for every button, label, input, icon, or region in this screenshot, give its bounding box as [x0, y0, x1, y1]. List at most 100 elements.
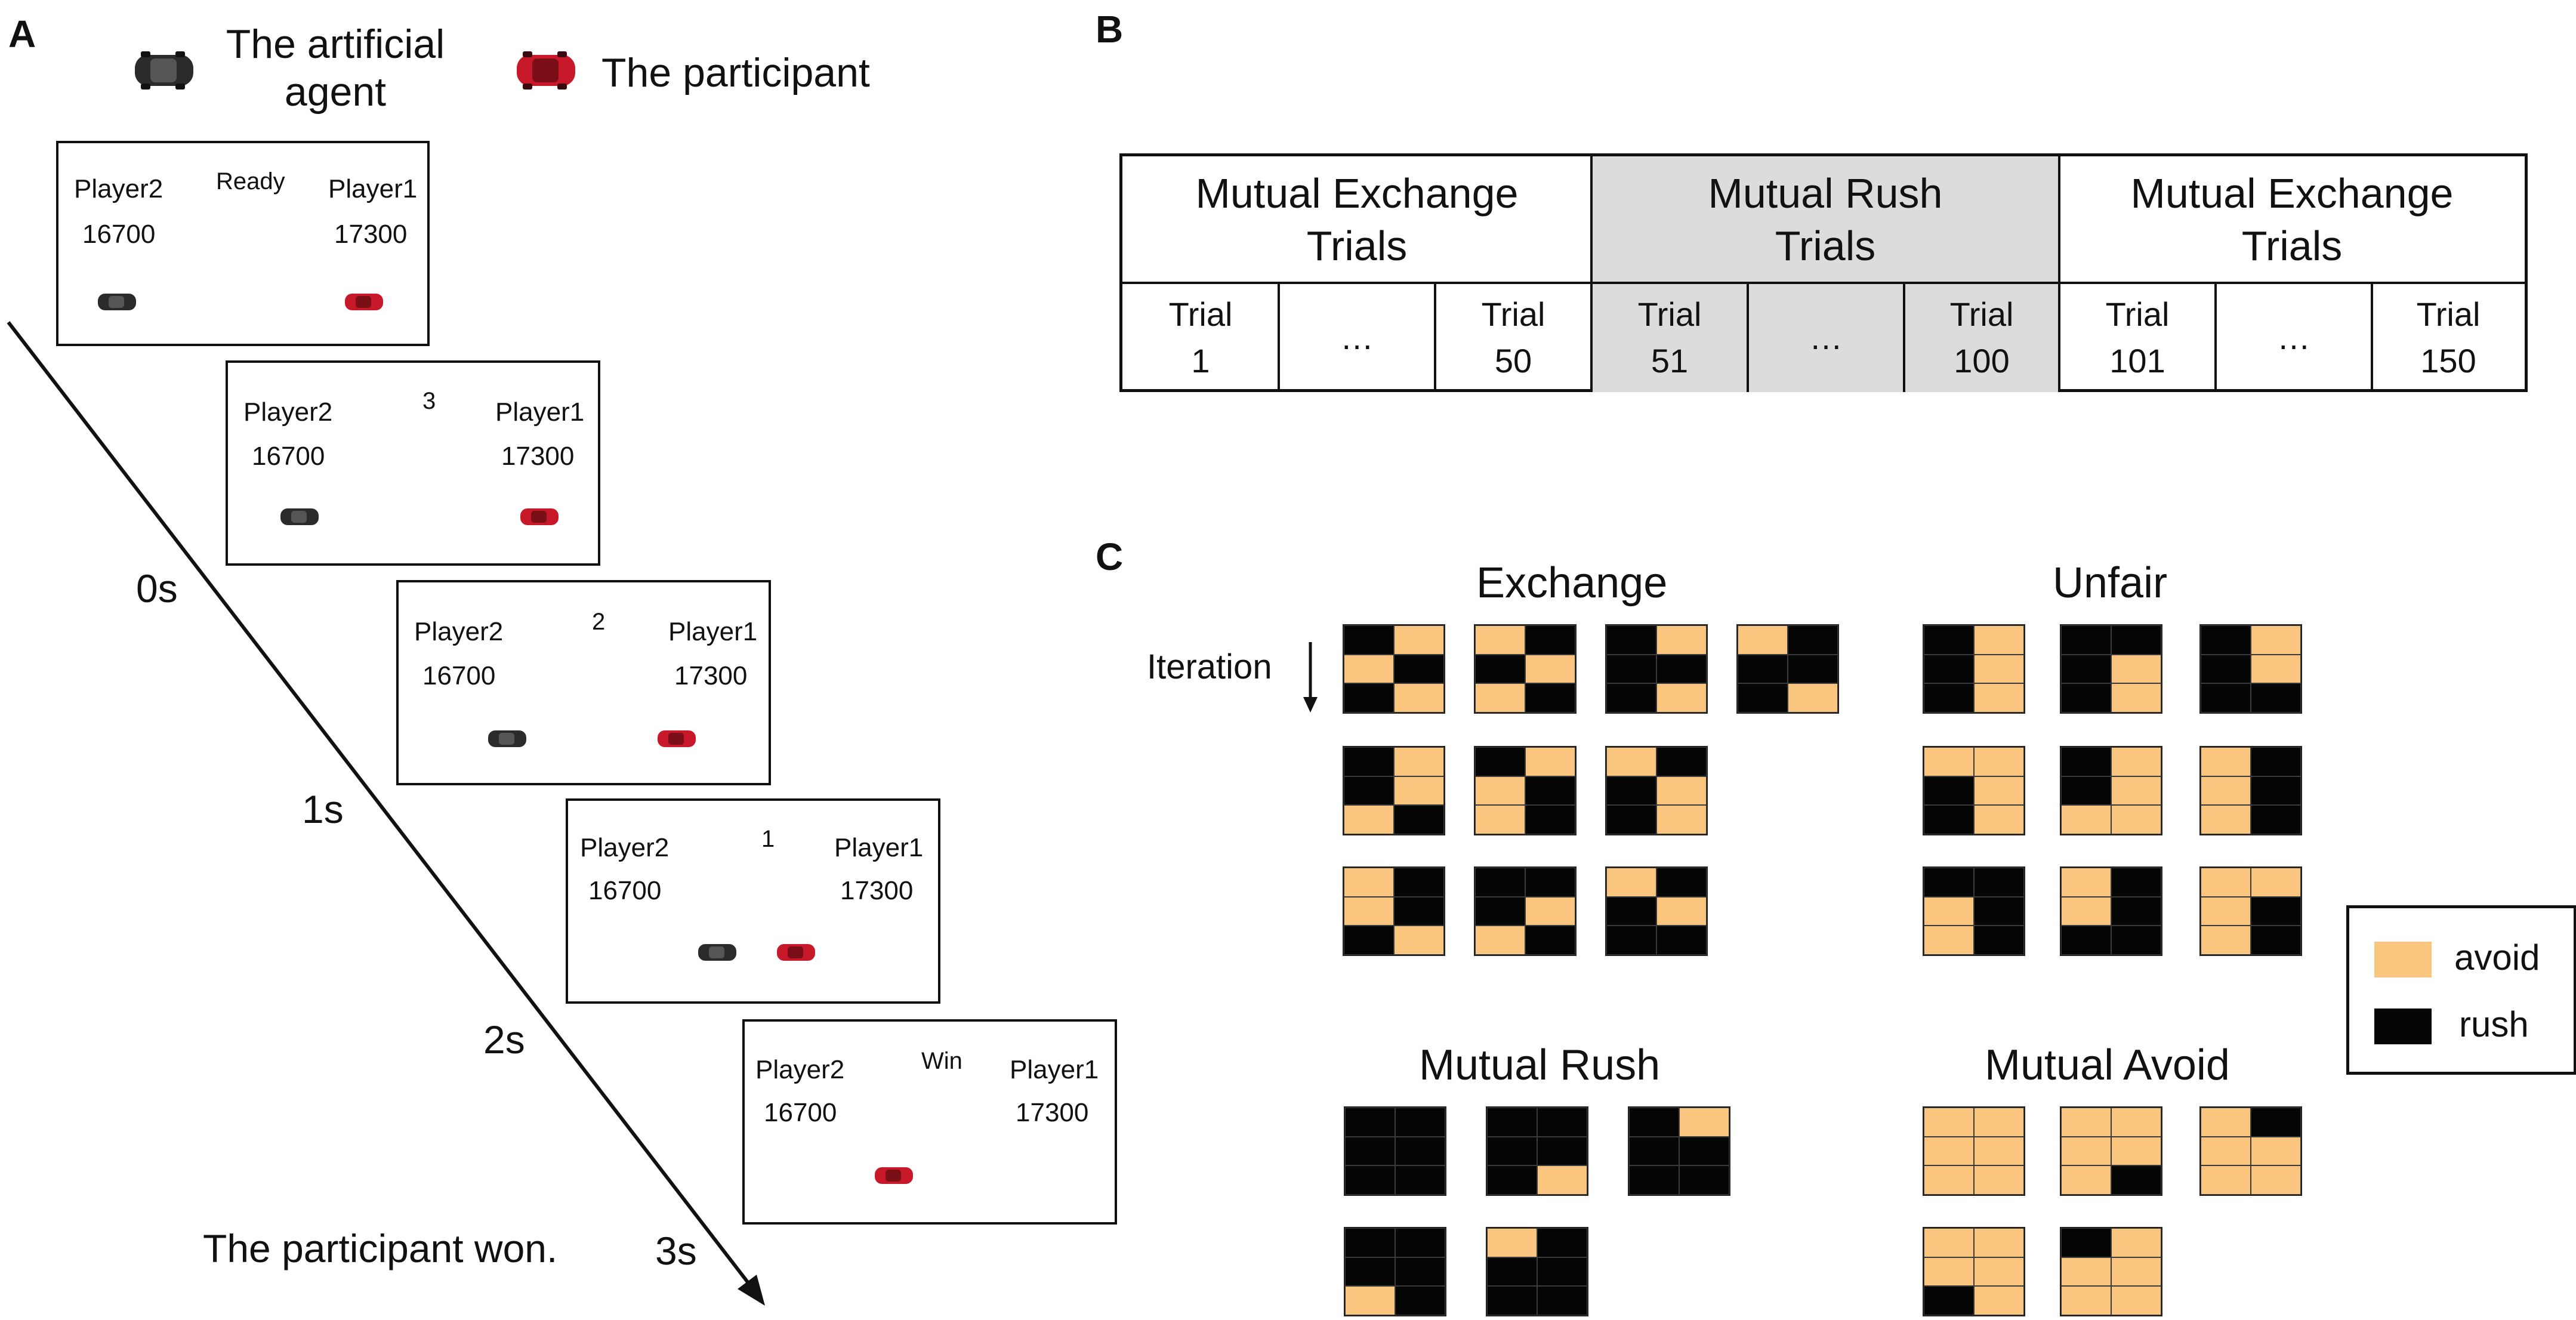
- grid-cell-rush: [2111, 896, 2161, 926]
- grid-cell-rush: [1487, 1136, 1537, 1166]
- grid-cell-rush: [1525, 683, 1575, 713]
- grid-cell-avoid: [2201, 868, 2251, 897]
- grid-cell-rush: [1394, 896, 1444, 926]
- grid-cell-avoid: [2251, 654, 2301, 684]
- pattern-grid: [2060, 1227, 2162, 1316]
- grid-cell-avoid: [1924, 747, 1974, 776]
- grid-cell-avoid: [1345, 1286, 1395, 1315]
- grid-cell-avoid: [1974, 776, 2024, 806]
- grid-cell-avoid: [2061, 1136, 2111, 1166]
- grid-cell-rush: [1344, 776, 1394, 806]
- pattern-grid: [1923, 866, 2025, 956]
- block-mutual-exchange-2: Mutual Exchange Trials: [2130, 170, 2454, 269]
- player2-label: Player2: [243, 397, 333, 427]
- grid-cell-avoid: [1394, 926, 1444, 955]
- grid-cell-rush: [1788, 654, 1838, 684]
- group-title-unfair: Unfair: [2053, 559, 2168, 607]
- grid-cell-rush: [1656, 747, 1707, 776]
- grid-cell-avoid: [1606, 747, 1656, 776]
- grid-cell-avoid: [1475, 926, 1525, 955]
- grid-cell-rush: [1395, 1228, 1445, 1257]
- trial-cell: Trial 101: [2105, 295, 2170, 380]
- grid-cell-avoid: [1344, 868, 1394, 897]
- grid-cell-rush: [2251, 926, 2301, 955]
- grid-cell-rush: [1924, 654, 1974, 684]
- trial-cell: Trial 51: [1591, 283, 1748, 392]
- grid-cell-avoid: [2201, 805, 2251, 834]
- grid-cell-rush: [2061, 747, 2111, 776]
- grid-cell-rush: [2111, 1165, 2161, 1195]
- iteration-arrow-icon: [1303, 642, 1318, 713]
- agent-car-icon: [135, 51, 193, 90]
- grid-cell-avoid: [1924, 1165, 1974, 1195]
- grid-cell-rush: [1487, 1165, 1537, 1195]
- grid-cell-avoid: [2061, 1286, 2111, 1315]
- legend-participant-label: The participant: [601, 50, 870, 95]
- pattern-grid: [2199, 866, 2302, 956]
- legend-agent-label: The artificial agent: [226, 21, 445, 115]
- grid-cell-avoid: [1656, 896, 1707, 926]
- grid-cell-avoid: [1656, 805, 1707, 834]
- grid-cell-rush: [1537, 1228, 1587, 1257]
- grid-cell-avoid: [1974, 1228, 2024, 1257]
- grid-cell-rush: [1395, 1257, 1445, 1287]
- group-title-mutual-avoid: Mutual Avoid: [1985, 1041, 2230, 1089]
- time-label-0s: 0s: [136, 566, 178, 610]
- grid-cell-avoid: [1344, 805, 1394, 834]
- grid-cell-rush: [2251, 776, 2301, 806]
- grid-cell-avoid: [1974, 1108, 2024, 1137]
- grid-cell-avoid: [2201, 1136, 2251, 1166]
- grid-cell-rush: [1924, 868, 1974, 897]
- pattern-grid: [1628, 1106, 1730, 1196]
- pattern-grid: [1486, 1106, 1588, 1196]
- player1-label: Player1: [328, 174, 418, 203]
- player2-score: 16700: [252, 442, 325, 471]
- grid-cell-avoid: [1924, 1257, 1974, 1287]
- pattern-grid: [2060, 866, 2162, 956]
- grid-cell-avoid: [1974, 1165, 2024, 1195]
- player2-score: 16700: [764, 1098, 837, 1127]
- table-divider: [2214, 283, 2217, 392]
- status-text: 1: [761, 826, 775, 852]
- grid-cell-avoid: [1974, 1136, 2024, 1166]
- grid-cell-avoid: [2201, 776, 2251, 806]
- grid-cell-avoid: [2111, 776, 2161, 806]
- grid-cell-avoid: [2251, 868, 2301, 897]
- panel-b-letter: B: [1096, 8, 1124, 51]
- grid-cell-rush: [1537, 1286, 1587, 1315]
- grid-cell-rush: [1924, 625, 1974, 655]
- pattern-grid: [1474, 746, 1577, 835]
- grid-cell-avoid: [2111, 1286, 2161, 1315]
- pattern-grid: [1343, 746, 1445, 835]
- grid-cell-rush: [1679, 1136, 1729, 1166]
- grid-cell-avoid: [2201, 747, 2251, 776]
- player2-label: Player2: [414, 617, 504, 646]
- grid-cell-avoid: [1924, 1108, 1974, 1137]
- trial-cell-ellipsis: …: [1748, 283, 1904, 392]
- grid-cell-avoid: [2111, 1228, 2161, 1257]
- grid-cell-rush: [1395, 1286, 1445, 1315]
- grid-cell-rush: [1395, 1165, 1445, 1195]
- grid-cell-avoid: [1924, 1228, 1974, 1257]
- grid-cell-avoid: [2251, 1165, 2301, 1195]
- grid-cell-rush: [1394, 654, 1444, 684]
- grid-cell-rush: [1525, 625, 1575, 655]
- grid-cell-rush: [2111, 625, 2161, 655]
- agent-car-icon: [280, 508, 319, 525]
- player1-score: 17300: [334, 220, 408, 249]
- grid-cell-rush: [1475, 654, 1525, 684]
- grid-cell-avoid: [1537, 1165, 1587, 1195]
- table-divider: [1434, 283, 1436, 392]
- grid-cell-rush: [1606, 654, 1656, 684]
- grid-cell-avoid: [1924, 896, 1974, 926]
- grid-cell-avoid: [1525, 654, 1575, 684]
- grid-cell-rush: [1924, 683, 1974, 713]
- grid-cell-rush: [1394, 868, 1444, 897]
- grid-cell-rush: [1487, 1257, 1537, 1287]
- trial-cell: Trial 50: [1481, 295, 1545, 380]
- legend-label-avoid: avoid: [2454, 937, 2540, 977]
- grid-cell-rush: [1475, 868, 1525, 897]
- grid-cell-avoid: [2111, 683, 2161, 713]
- table-divider: [1590, 156, 1593, 392]
- table-divider: [2371, 283, 2373, 392]
